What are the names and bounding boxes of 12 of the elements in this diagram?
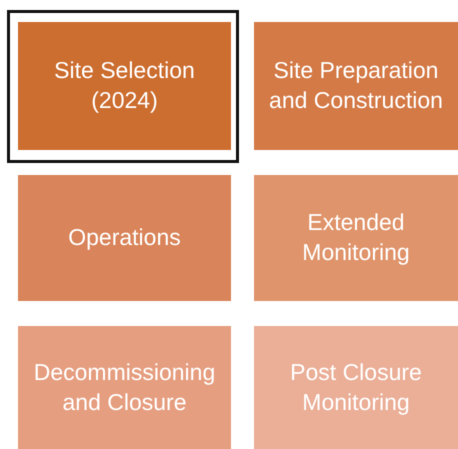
stage-box — [254, 326, 458, 449]
stage-box — [254, 22, 458, 150]
stage-label: Decommissioning and Closure — [32, 358, 216, 416]
stage-label: Post Closure Monitoring — [289, 358, 423, 417]
stage-label: Extended Monitoring — [301, 208, 411, 267]
stage-box — [18, 22, 231, 150]
stage-box — [254, 175, 458, 301]
stage-box — [18, 326, 231, 449]
stage-label: Site Selection (2024) — [53, 56, 196, 115]
stage-label: Operations — [68, 223, 181, 252]
stage-box — [18, 175, 231, 301]
stage-label: Site Preparation and Construction — [268, 56, 444, 115]
